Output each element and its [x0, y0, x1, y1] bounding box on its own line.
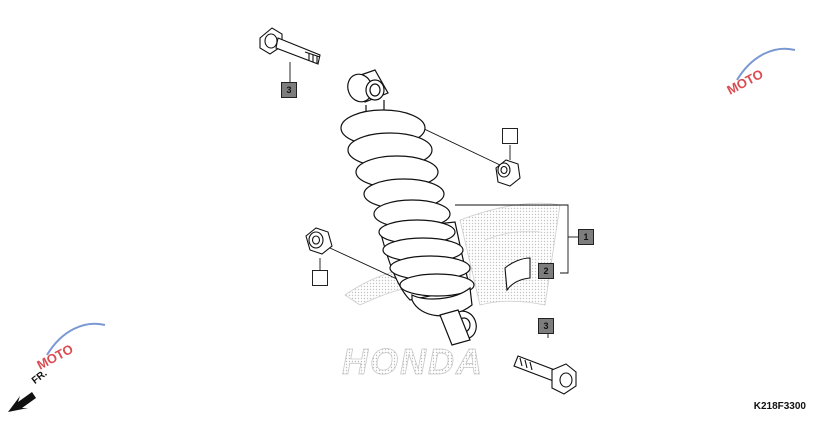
bottom-bolt: [513, 355, 577, 395]
callout-bolt-bottom[interactable]: 3: [538, 318, 554, 334]
callout-nut-right[interactable]: [502, 128, 518, 144]
callout-shock-assembly[interactable]: 1: [578, 229, 594, 245]
moto-watermark-top: MOTO: [724, 47, 796, 98]
top-bolt: [259, 27, 321, 65]
coil-spring: [340, 109, 451, 229]
callout-bolt-top[interactable]: 3: [281, 82, 297, 98]
nut-left: [305, 227, 333, 255]
moto-watermark-bottom: MOTO: [34, 322, 106, 373]
nut-right: [495, 159, 521, 187]
callout-cover[interactable]: 2: [538, 263, 554, 279]
callout-nut-left[interactable]: [312, 270, 328, 286]
honda-watermark-text: HONDA: [342, 341, 484, 382]
shock-body: [378, 219, 477, 346]
moto-logo-text-bottom: MOTO: [34, 341, 75, 372]
front-direction-arrow-icon: [8, 392, 36, 412]
cover-piece: [504, 257, 531, 292]
moto-logo-text-top: MOTO: [724, 66, 765, 97]
diagram-reference-code: K218F3300: [753, 401, 806, 412]
